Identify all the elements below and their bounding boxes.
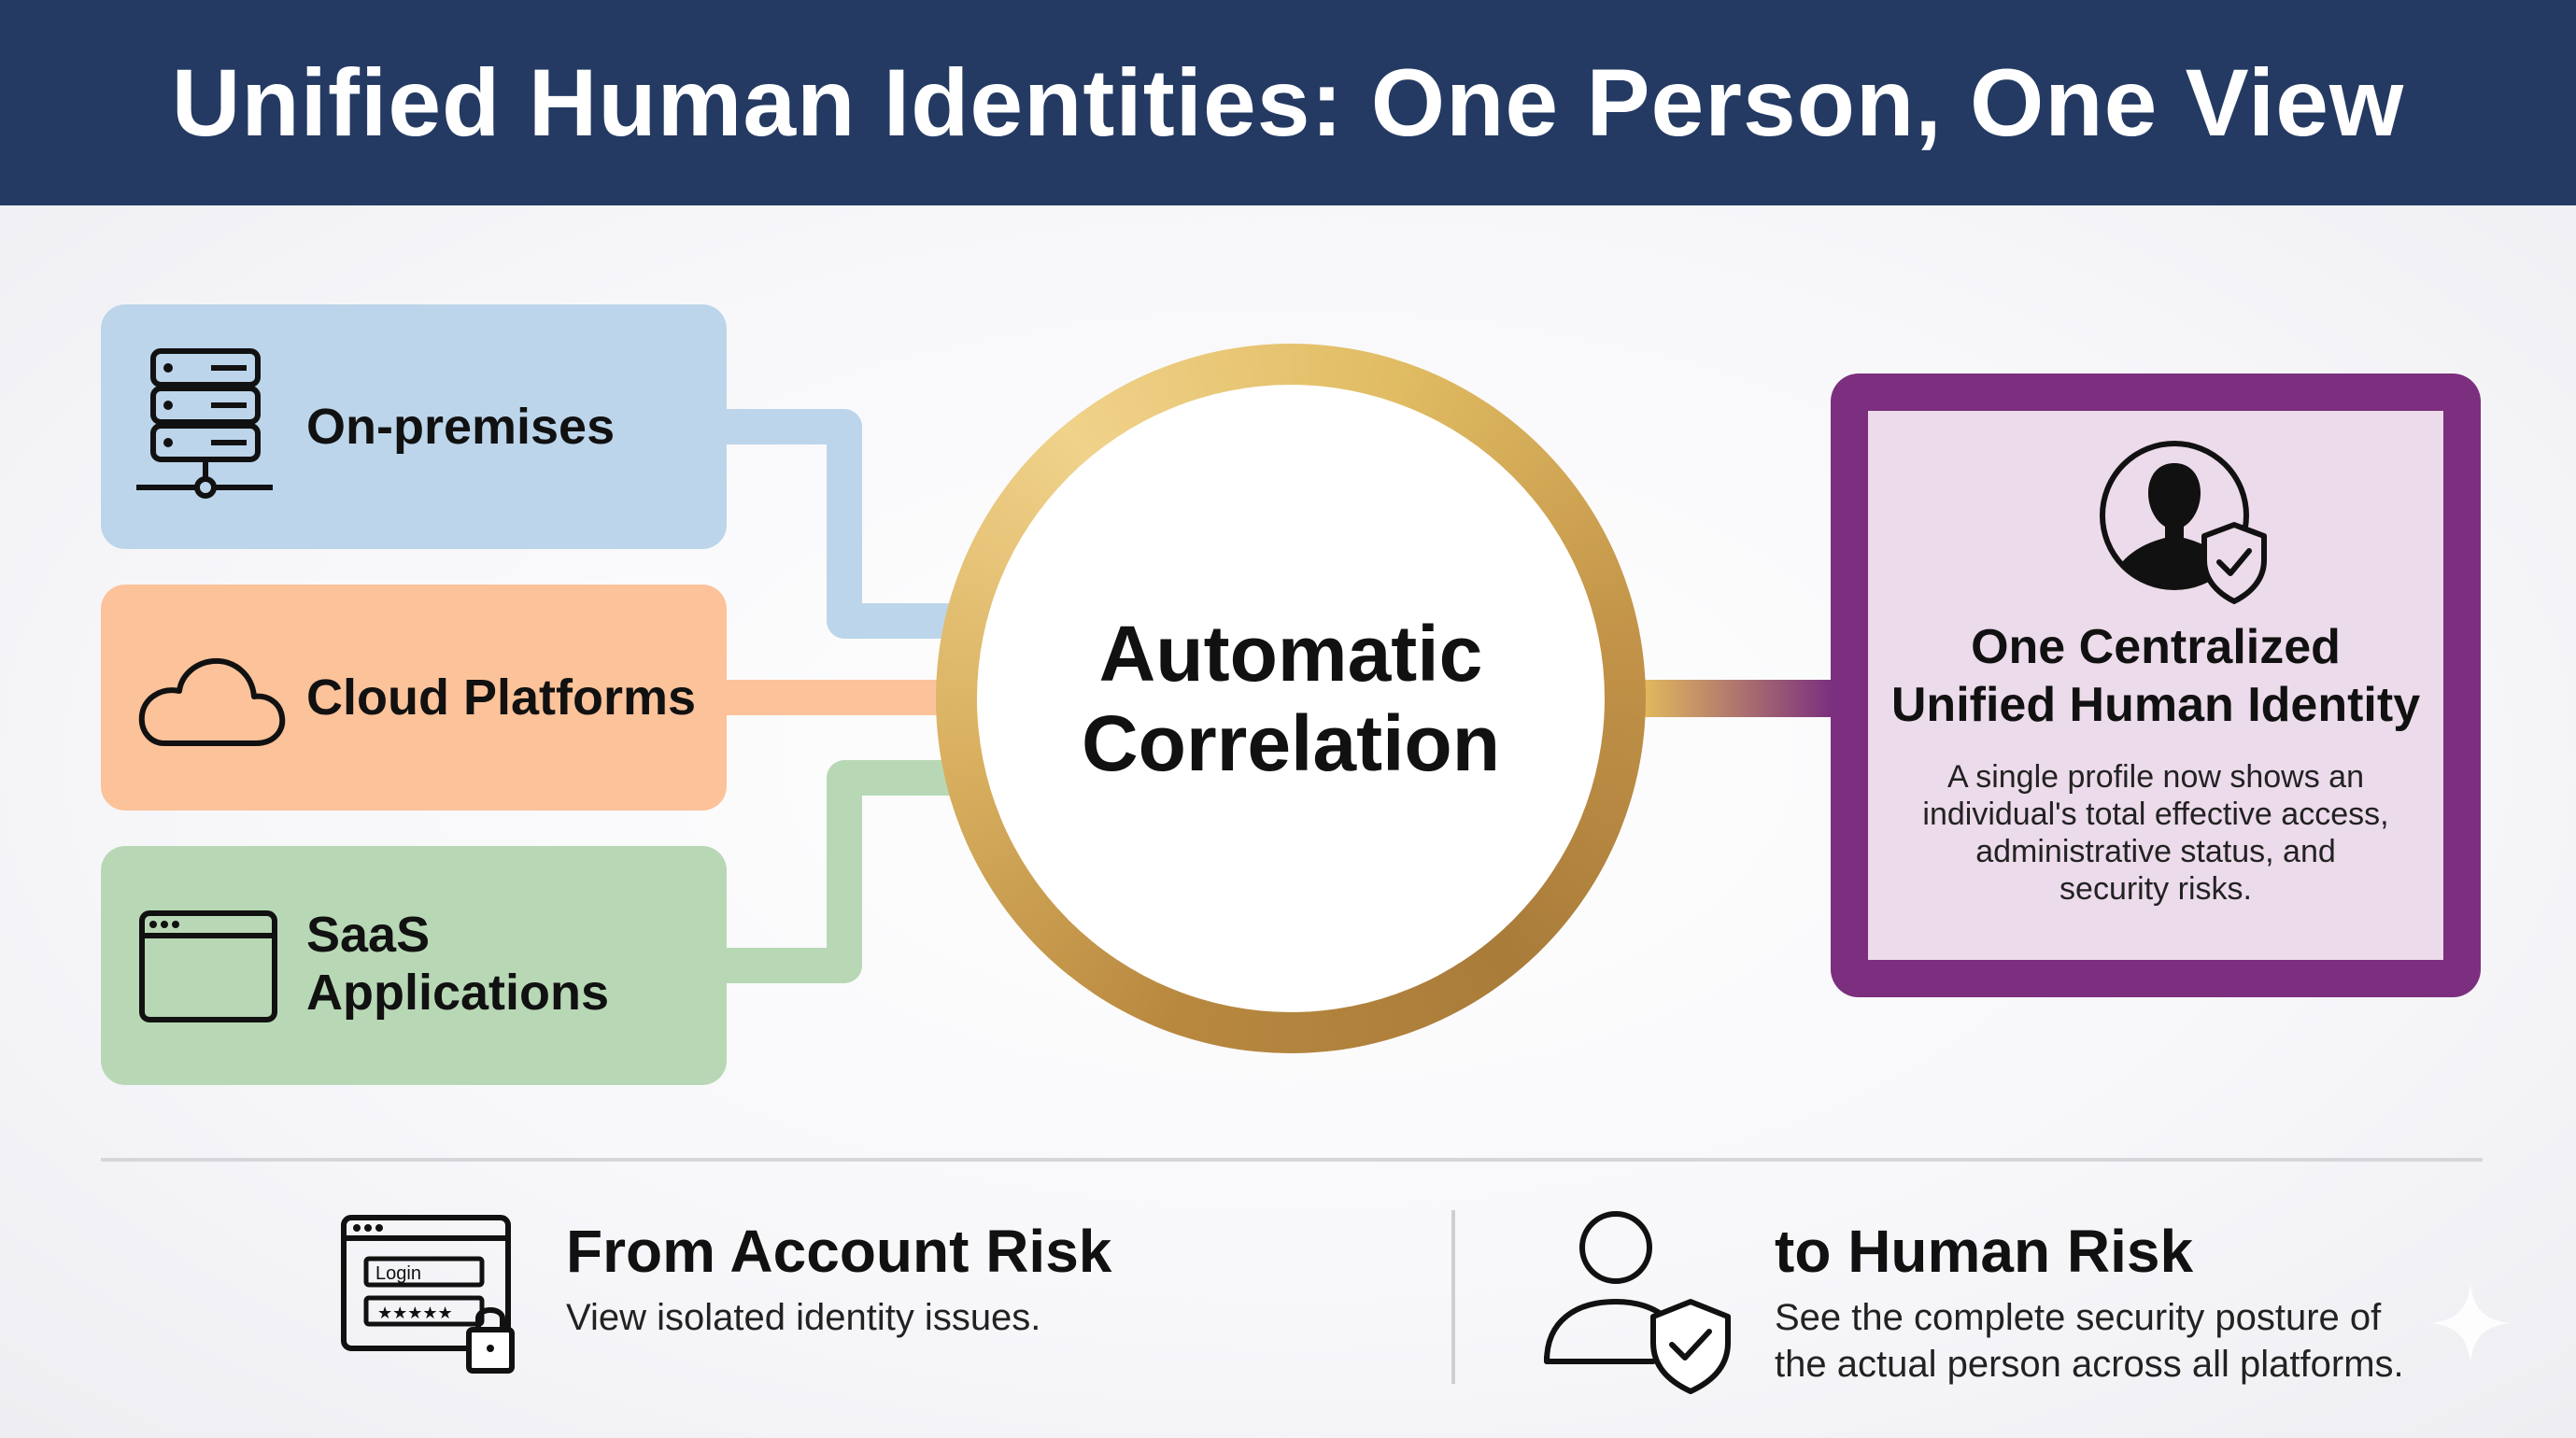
connector-saas [725,760,971,983]
source-label-saas: SaaS Applications [306,906,609,1022]
source-label-saas-line2: Applications [306,965,610,1021]
unified-identity-box: One Centralized Unified Human Identity A… [1831,374,2481,997]
source-label-saas-line1: SaaS [306,907,431,963]
password-field-text: ★★★★★ [377,1304,453,1323]
unified-identity-desc-line: administrative status, and [1975,834,2336,869]
account-risk-title: From Account Risk [566,1218,1112,1285]
unified-identity-title: One Centralized Unified Human Identity [1868,618,2443,734]
human-risk-description-line2: the actual person across all platforms. [1775,1344,2404,1385]
source-label-cloud-platforms: Cloud Platforms [306,670,697,726]
vertical-divider [1451,1210,1455,1384]
source-label-on-premises: On-premises [306,399,616,455]
unified-identity-desc-line: security risks. [2059,871,2252,907]
center-label-line1: Automatic [1098,610,1483,698]
page-title: Unified Human Identities: One Person, On… [171,49,2405,156]
sparkle-icon [2430,1283,2511,1363]
human-risk-description-line1: See the complete security posture of [1775,1297,2382,1338]
login-field-text: Login [375,1263,421,1284]
login-lock-icon: Login ★★★★★ [341,1215,515,1374]
connector-onprem [725,409,971,639]
human-risk-section: to Human Risk See the complete security … [1543,1208,2477,1395]
human-risk-title: to Human Risk [1775,1218,2194,1285]
account-risk-section: Login ★★★★★ From Account Risk View isola… [340,1214,1367,1391]
source-box-cloud-platforms: Cloud Platforms [101,585,727,811]
unified-identity-title-line1: One Centralized [1971,620,2341,674]
unified-identity-desc-line: individual's total effective access, [1922,797,2389,832]
user-shield-outline-icon [1544,1211,1731,1394]
user-shield-icon [2100,441,2267,604]
unified-identity-description: A single profile now shows an individual… [1896,758,2415,908]
server-icon [136,348,273,499]
correlation-ring-center: Automatic Correlation [977,385,1605,1012]
center-label-line2: Correlation [1081,699,1501,787]
header-banner: Unified Human Identities: One Person, On… [0,0,2576,205]
unified-identity-panel: One Centralized Unified Human Identity A… [1868,411,2443,960]
source-box-saas-applications: SaaS Applications [101,846,727,1085]
correlation-ring: Automatic Correlation [936,344,1646,1053]
unified-identity-title-line2: Unified Human Identity [1890,678,2421,732]
cloud-icon [138,657,286,746]
horizontal-divider [101,1158,2483,1162]
browser-window-icon [139,910,277,1022]
account-risk-description: View isolated identity issues. [566,1297,1041,1338]
source-box-on-premises: On-premises [101,304,727,549]
unified-identity-desc-line: A single profile now shows an [1946,759,2365,795]
